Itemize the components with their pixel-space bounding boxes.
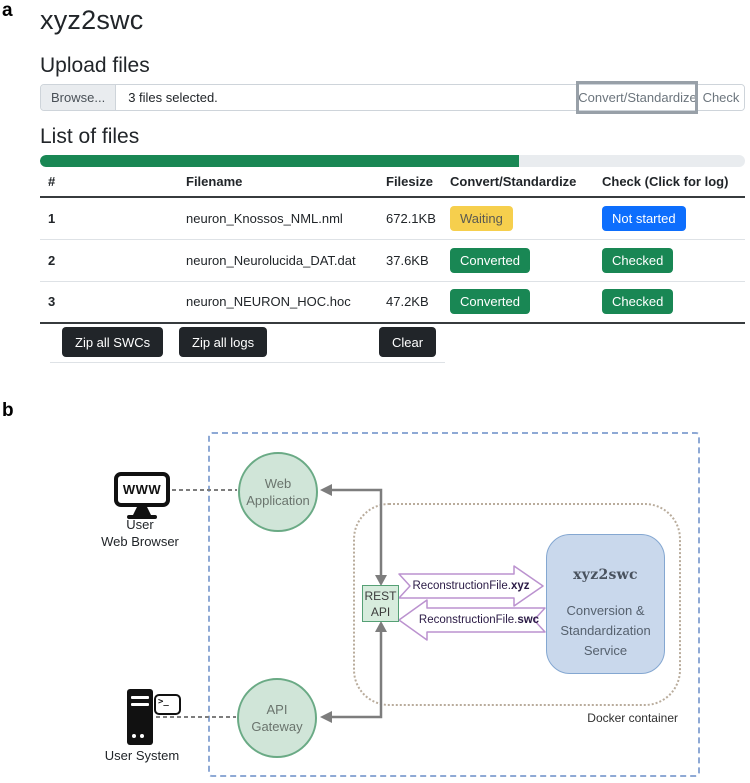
convert-standardize-button[interactable]: Convert/Standardize <box>576 81 698 114</box>
row-number: 2 <box>40 239 178 282</box>
row-filename: neuron_Neurolucida_DAT.dat <box>178 239 378 282</box>
table-row: 1 neuron_Knossos_NML.nml 672.1KB Waiting… <box>40 197 745 240</box>
service-subtitle: Conversion & Standardization Service <box>560 603 651 658</box>
table-header-row: # Filename Filesize Convert/Standardize … <box>40 170 745 198</box>
progress-fill <box>40 155 520 167</box>
file-input-group: Browse... 3 files selected. Convert/Stan… <box>40 81 745 114</box>
panel-a-label: a <box>2 0 13 21</box>
rest-api-node: REST API <box>362 585 399 622</box>
convert-status-badge: Converted <box>450 247 530 273</box>
zip-all-logs-button[interactable]: Zip all logs <box>179 327 268 357</box>
progress-bar <box>40 155 745 167</box>
browse-button[interactable]: Browse... <box>41 85 117 110</box>
row-filename: neuron_NEURON_HOC.hoc <box>178 281 378 324</box>
monitor-base-icon <box>127 515 157 519</box>
table-row: 2 neuron_Neurolucida_DAT.dat 37.6KB Conv… <box>40 239 745 282</box>
xyz-arrow-label: ReconstructionFile.xyz <box>412 580 530 592</box>
file-input-value[interactable]: 3 files selected. <box>128 90 218 105</box>
service-group-boundary <box>353 503 681 706</box>
upload-files-heading: Upload files <box>40 54 150 77</box>
computer-tower-icon <box>127 689 153 745</box>
col-header-filesize: Filesize <box>378 170 450 198</box>
user-web-browser-label: User Web Browser <box>101 517 179 549</box>
xyz2swc-service-node: xyz2swc Conversion & Standardization Ser… <box>546 534 665 674</box>
col-header-convert: Convert/Standardize <box>450 170 602 198</box>
api-gateway-node: API Gateway <box>237 678 317 758</box>
row-filesize: 672.1KB <box>378 197 450 240</box>
row-filename: neuron_Knossos_NML.nml <box>178 197 378 240</box>
clear-button[interactable]: Clear <box>379 327 437 357</box>
divider <box>50 362 445 363</box>
check-status-badge[interactable]: Checked <box>602 289 674 315</box>
docker-container-label: Docker container <box>587 711 678 725</box>
convert-standardize-label: Convert/Standardize <box>578 90 697 105</box>
swc-arrow-label: ReconstructionFile.swc <box>418 614 540 626</box>
monitor-stand-icon <box>133 507 151 515</box>
col-header-filename: Filename <box>178 170 378 198</box>
table-row: 3 neuron_NEURON_HOC.hoc 47.2KB Converted… <box>40 281 745 324</box>
check-status-badge[interactable]: Checked <box>602 247 674 273</box>
page-title: xyz2swc <box>40 5 144 35</box>
web-browser-icon: WWW <box>114 472 170 507</box>
user-system-label: User System <box>104 748 180 763</box>
docker-container-boundary <box>208 432 700 777</box>
col-header-num: # <box>40 170 178 198</box>
web-application-node: Web Application <box>238 452 318 532</box>
files-table: # Filename Filesize Convert/Standardize … <box>40 170 745 324</box>
row-number: 3 <box>40 281 178 324</box>
row-filesize: 47.2KB <box>378 281 450 324</box>
zip-all-swcs-button[interactable]: Zip all SWCs <box>62 327 164 357</box>
service-title: xyz2swc <box>573 567 638 583</box>
www-icon-text: WWW <box>122 482 162 497</box>
panel-b-label: b <box>2 400 14 421</box>
terminal-icon: >_ <box>154 694 181 715</box>
col-header-check: Check (Click for log) <box>602 170 745 198</box>
convert-status-badge: Waiting <box>450 205 513 231</box>
convert-status-badge: Converted <box>450 289 530 315</box>
row-number: 1 <box>40 197 178 240</box>
check-button[interactable]: Check <box>697 85 744 110</box>
row-filesize: 37.6KB <box>378 239 450 282</box>
check-status-badge[interactable]: Not started <box>602 205 686 231</box>
list-of-files-heading: List of files <box>40 125 140 148</box>
